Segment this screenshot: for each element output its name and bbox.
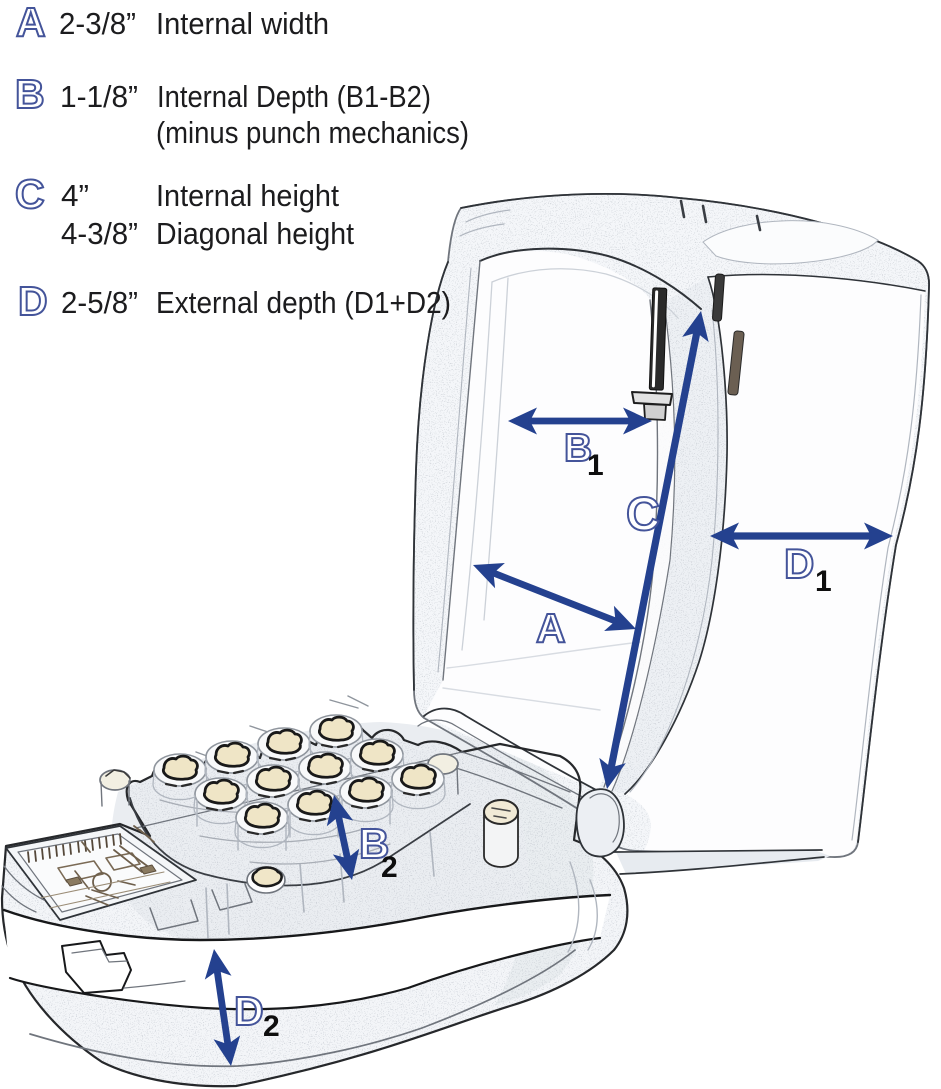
svg-text:(minus punch mechanics): (minus punch mechanics) [156, 115, 469, 150]
svg-text:D: D [784, 540, 814, 587]
svg-text:2: 2 [263, 1010, 280, 1043]
svg-text:1: 1 [815, 565, 832, 598]
svg-text:Diagonal height: Diagonal height [156, 216, 354, 251]
svg-text:B: B [15, 71, 45, 117]
svg-text:Internal Depth (B1-B2): Internal Depth (B1-B2) [157, 79, 431, 114]
svg-text:D: D [234, 988, 264, 1034]
svg-text:Internal width: Internal width [156, 6, 329, 41]
svg-text:C: C [15, 171, 45, 217]
svg-text:D: D [18, 278, 48, 324]
svg-text:2-5/8”: 2-5/8” [61, 285, 138, 320]
svg-text:C: C [626, 487, 660, 540]
svg-text:A: A [536, 605, 566, 651]
svg-text:A: A [16, 0, 46, 45]
svg-text:B: B [564, 427, 592, 470]
svg-text:B: B [359, 820, 389, 867]
svg-text:4”: 4” [61, 178, 89, 213]
svg-text:2: 2 [381, 851, 398, 884]
svg-text:1-1/8”: 1-1/8” [60, 79, 138, 114]
svg-text:Internal height: Internal height [156, 178, 339, 213]
svg-text:2-3/8”: 2-3/8” [59, 6, 136, 41]
svg-text:4-3/8”: 4-3/8” [61, 216, 138, 251]
svg-text:External depth (D1+D2): External depth (D1+D2) [156, 285, 451, 320]
svg-text:1: 1 [587, 449, 604, 482]
